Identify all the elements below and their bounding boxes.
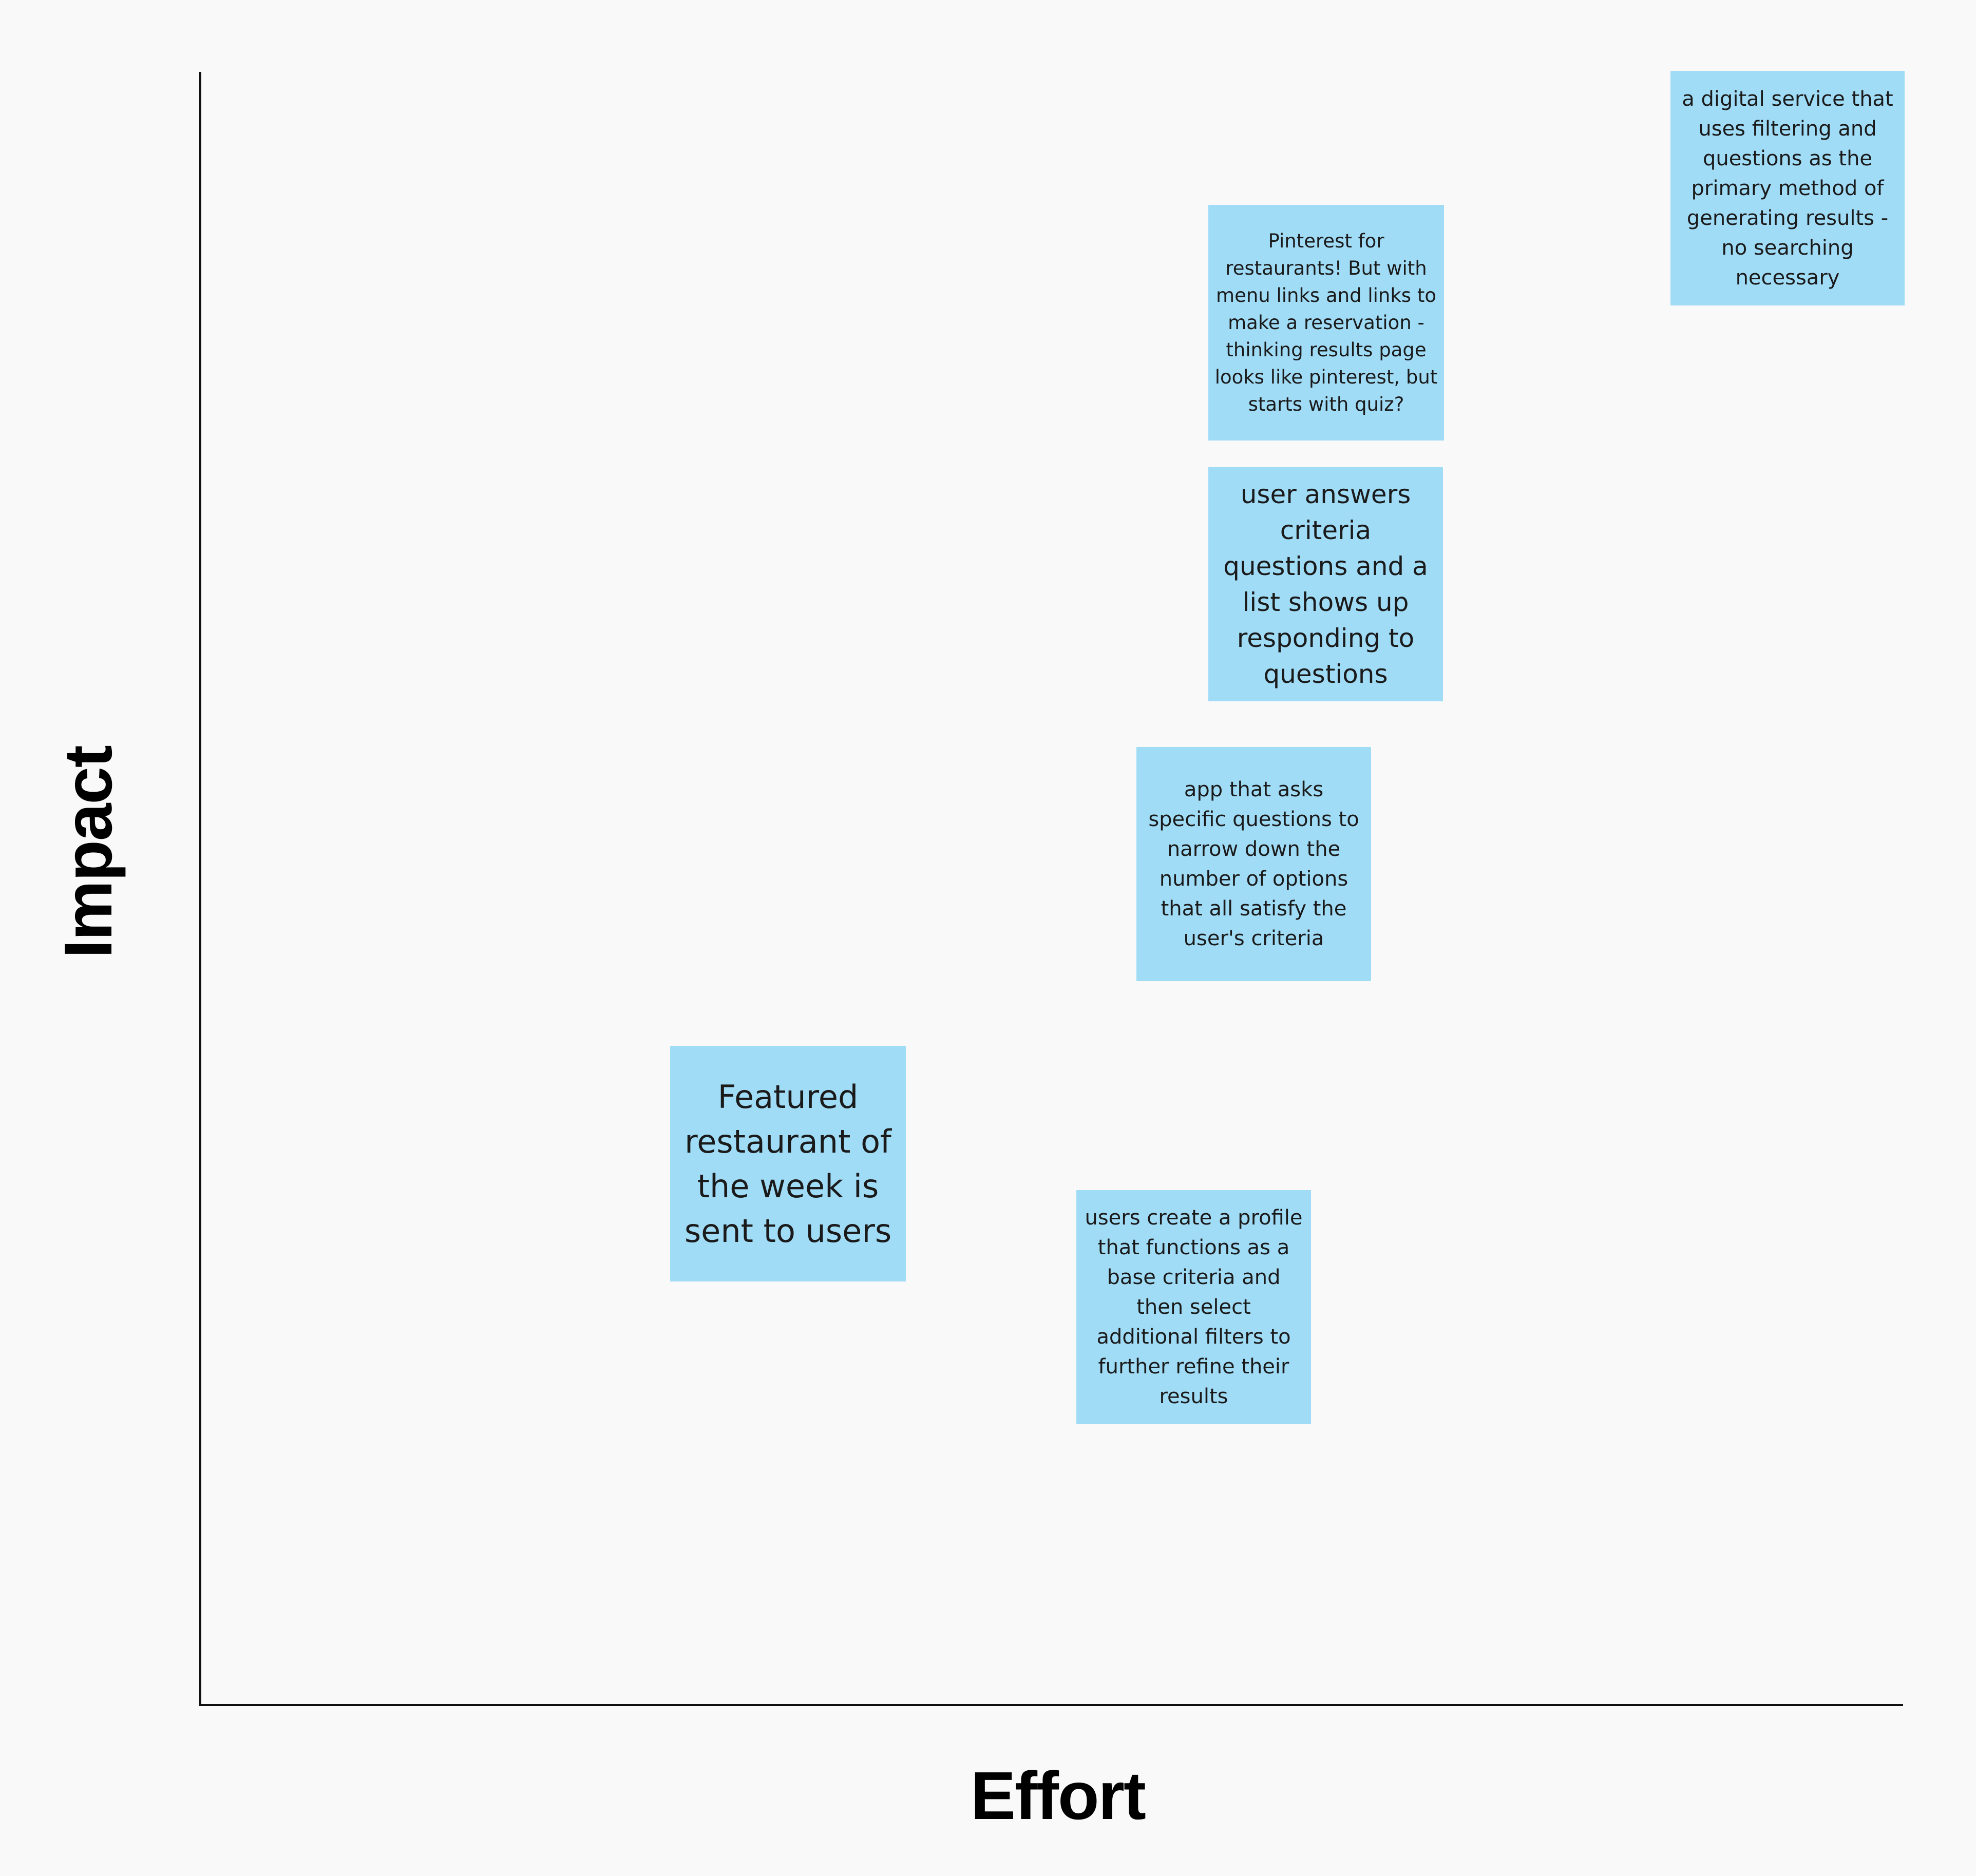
sticky-note-text: user answers criteria questions and a li… — [1223, 480, 1428, 689]
sticky-note[interactable]: Pinterest for restaurants! But with menu… — [1208, 205, 1444, 441]
sticky-note-text: Featured restaurant of the week is sent … — [684, 1078, 892, 1250]
effort-axis-label: Effort — [971, 1758, 1146, 1833]
impact-axis-label: Impact — [50, 746, 126, 959]
sticky-note-text: app that asks specific questions to narr… — [1148, 778, 1359, 950]
sticky-note[interactable]: user answers criteria questions and a li… — [1208, 467, 1443, 701]
sticky-note[interactable]: app that asks specific questions to narr… — [1136, 747, 1371, 981]
effort-axis-line — [199, 1704, 1903, 1706]
sticky-note-text: users create a profile that functions as… — [1085, 1206, 1303, 1408]
sticky-note-text: Pinterest for restaurants! But with menu… — [1214, 230, 1438, 415]
sticky-note[interactable]: Featured restaurant of the week is sent … — [670, 1046, 906, 1281]
sticky-note[interactable]: a digital service that uses filtering an… — [1670, 71, 1905, 305]
sticky-note-text: a digital service that uses filtering an… — [1682, 87, 1893, 290]
sticky-note[interactable]: users create a profile that functions as… — [1076, 1190, 1311, 1424]
impact-axis-line — [199, 72, 201, 1706]
